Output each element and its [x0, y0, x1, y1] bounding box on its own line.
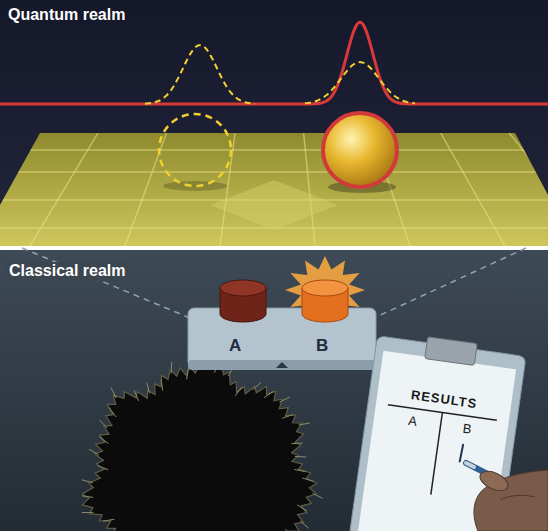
tile-line: [0, 149, 548, 151]
pen: [466, 463, 545, 503]
fur-tuft: [109, 408, 116, 417]
fur-tuft: [82, 496, 93, 498]
finger: [477, 467, 511, 494]
quantum-surface: [0, 0, 548, 246]
button-top: [220, 280, 266, 296]
fur-tuft: [82, 512, 94, 513]
fur-tuft: [134, 390, 138, 401]
fur-tuft: [89, 449, 99, 455]
fur-tuft: [235, 387, 242, 396]
fur-tuft: [299, 423, 310, 425]
clipboard-board: [344, 336, 526, 531]
panel-title: Classical realm: [6, 262, 129, 280]
fur-tuft: [187, 368, 189, 379]
dashed-wave: [305, 62, 415, 103]
knuckle-line: [500, 495, 535, 500]
projection-line: [22, 248, 190, 318]
fur-tuft: [285, 529, 293, 531]
button-label: B: [316, 336, 328, 356]
fur-tuft: [111, 388, 116, 398]
gold-particle: [323, 113, 397, 187]
fur-tuft: [279, 397, 289, 402]
table-rule: [431, 413, 443, 495]
fur-tuft: [312, 493, 322, 498]
fur-tuft: [294, 470, 305, 472]
fur-tuft: [103, 519, 114, 521]
wave-line: [0, 22, 548, 104]
quantum-ground: [0, 0, 548, 246]
fur-tuft: [300, 521, 309, 529]
clip: [425, 337, 478, 366]
fur-tuft: [295, 456, 306, 458]
fur-tuft: [253, 382, 262, 390]
detector-slot: [276, 362, 288, 368]
fur-tuft: [161, 379, 162, 390]
fur-tuft: [147, 383, 150, 394]
projection-line: [374, 248, 526, 318]
fur-tuft: [99, 420, 107, 428]
quantum-panel: Quantum realm: [0, 0, 548, 246]
shadow: [163, 181, 227, 191]
fur-tuft: [291, 442, 302, 444]
button-top: [302, 280, 348, 296]
hand: [474, 470, 548, 531]
fur-tuft: [82, 480, 93, 483]
fur-tuft: [302, 478, 313, 481]
fur-blob: [82, 356, 323, 531]
fur-tuft: [282, 415, 293, 419]
fur-tuft: [264, 391, 273, 397]
dashed-particle: [159, 114, 231, 186]
fur-tuft: [171, 362, 173, 374]
detector-base: [188, 360, 376, 370]
tally-mark: [460, 445, 463, 462]
detector-body: [188, 308, 376, 368]
fur-tuft: [98, 466, 109, 470]
panel-title: Quantum realm: [8, 6, 125, 24]
button-label: A: [229, 336, 241, 356]
classical-panel: ABRESULTSABClassical realm: [0, 250, 548, 531]
detector-shape: [188, 296, 376, 376]
glow-burst: [285, 256, 365, 324]
pen-tip: [466, 463, 474, 467]
fur-tuft: [297, 505, 307, 511]
paper: [353, 351, 517, 531]
detector-box: AB: [188, 296, 376, 376]
tile-line: [0, 171, 548, 173]
fur-tuft: [99, 437, 108, 444]
dashed-wave: [145, 45, 255, 104]
